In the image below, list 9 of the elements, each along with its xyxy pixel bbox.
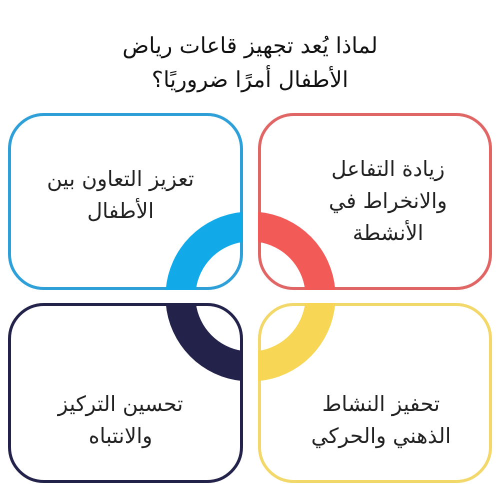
rounded-card <box>8 303 243 483</box>
rounded-card <box>258 113 492 290</box>
rounded-card <box>8 113 243 290</box>
card-text: تحسين التركيز والانتباه <box>56 391 184 450</box>
rounded-card <box>258 303 492 483</box>
title: لماذا يُعد تجهيز قاعات رياض الأطفال أمرًا ضروريًا؟ <box>121 33 379 95</box>
card-text: زيادة التفاعل والانخراط في الأنشطة <box>328 156 448 247</box>
card-text: تحفيز النشاط الذهني والحركي <box>310 391 452 450</box>
card-text: تعزيز التعاون بين الأطفال <box>46 166 196 225</box>
